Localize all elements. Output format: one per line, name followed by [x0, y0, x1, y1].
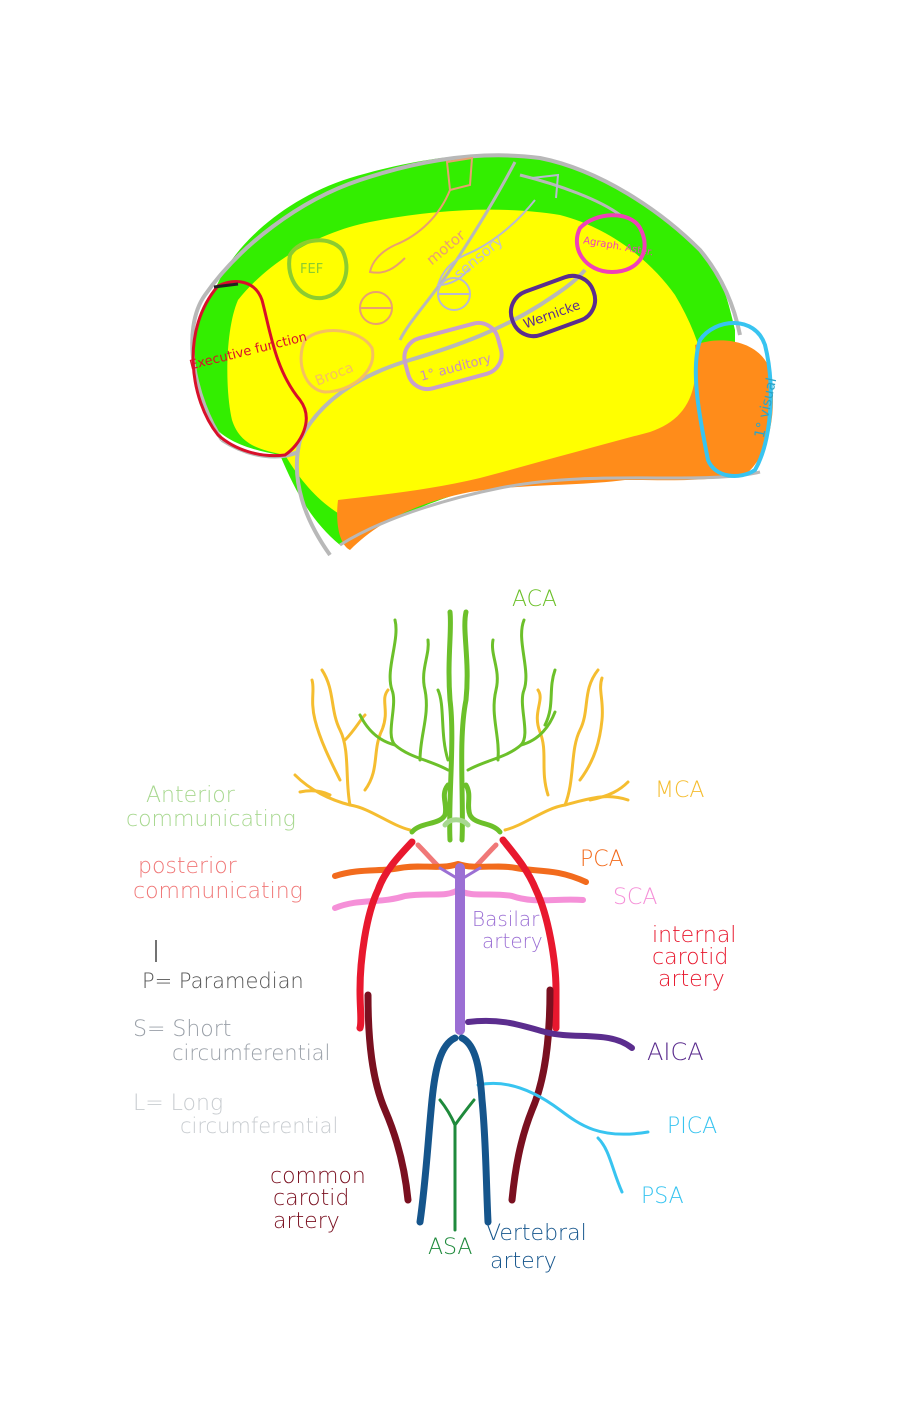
vertebral-label-2: artery: [490, 1249, 557, 1274]
legend: P= Paramedian S= Short circumferential L…: [133, 940, 338, 1138]
pcom-label-1: posterior: [138, 854, 238, 879]
legend-short-2: circumferential: [172, 1041, 330, 1065]
temporal-outline: [294, 268, 587, 557]
psa-label: PSA: [641, 1184, 684, 1209]
wernicke-region-outline: [508, 273, 598, 339]
aca-vessels: [409, 609, 503, 843]
mca-label: MCA: [655, 778, 704, 803]
ica-label-3: artery: [658, 967, 725, 992]
legend-long-1: L= Long: [133, 1091, 223, 1116]
basilar-top-lines: [438, 866, 482, 882]
ica-label-1: internal: [652, 923, 736, 948]
mca-territory: [227, 209, 706, 520]
acom-label-1: Anterior: [146, 783, 236, 808]
executive-region-outline: [191, 280, 308, 458]
pcom-right: [473, 842, 499, 869]
auditory-region-outline: [402, 320, 504, 392]
central-sulcus: [398, 161, 517, 341]
fef-region-outline: [287, 238, 349, 301]
artery-diagram: [293, 609, 650, 1232]
brain-outline: [190, 153, 742, 442]
ica-left: [356, 838, 416, 1032]
vertebral-left: [416, 1034, 459, 1226]
broca-region-outline: [299, 329, 375, 394]
aica-label: AICA: [647, 1038, 704, 1066]
cca-left: [364, 991, 412, 1204]
ica-right: [499, 836, 560, 1032]
aica-vessel: [465, 1017, 635, 1051]
aca-label: ACA: [512, 587, 557, 612]
aca-branches: [358, 618, 557, 772]
pica-vessel: [476, 1081, 650, 1136]
pica-label: PICA: [667, 1114, 717, 1139]
acom-label-2: communicating: [126, 807, 296, 832]
vertebral-label-1: Vertebral: [486, 1221, 587, 1246]
acom-vessel: [442, 817, 471, 828]
artery-labels: ACA MCA Anterior communicating posterior…: [126, 587, 736, 1274]
brain-lateral-view: Executive function FEF motor sensory Bro…: [188, 153, 780, 557]
legend-paramedian: P= Paramedian: [142, 969, 304, 993]
cca-label-2: carotid: [273, 1186, 349, 1211]
executive-region-top-mark: [213, 282, 239, 289]
pca-label: PCA: [580, 847, 624, 872]
basilar-label-2: artery: [482, 929, 543, 953]
fef-label: FEF: [300, 262, 323, 277]
cca-right: [508, 986, 554, 1204]
cca-label-3: artery: [273, 1209, 340, 1234]
asa-label: ASA: [428, 1235, 472, 1260]
inferior-outline: [339, 470, 761, 547]
basilar-label-1: Basilar: [472, 907, 540, 931]
motor-homunculus-icon: [359, 156, 474, 325]
mca-left-branches: [293, 668, 412, 832]
pca-territory: [337, 340, 773, 550]
asa-vessel: [438, 1098, 476, 1232]
legend-long-2: circumferential: [180, 1114, 338, 1138]
mca-right-branches: [503, 668, 630, 832]
agraphia-region-outline: [574, 213, 647, 275]
pcom-left: [415, 842, 441, 869]
vertebral-right: [458, 1034, 492, 1226]
psa-vessel: [596, 1136, 624, 1194]
pcom-label-2: communicating: [133, 879, 303, 904]
sensory-homunculus-icon: [436, 173, 560, 311]
visual-region-outline: [693, 321, 773, 478]
cca-label-1: common: [270, 1164, 366, 1189]
ica-label-2: carotid: [652, 945, 728, 970]
sca-label: SCA: [613, 885, 657, 910]
legend-short-1: S= Short: [133, 1017, 231, 1042]
